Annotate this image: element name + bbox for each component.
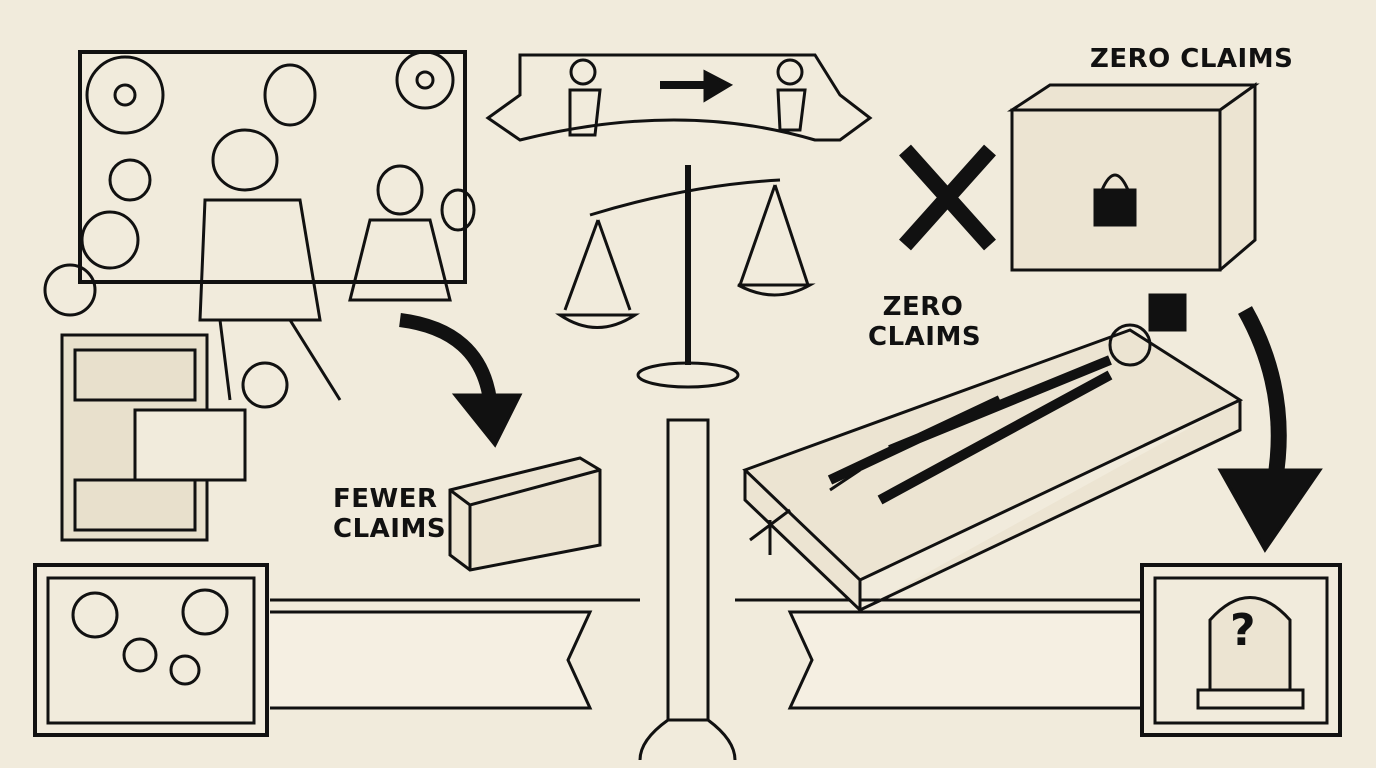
tombstone-question-mark: ?: [1230, 605, 1256, 656]
tennis-racket: [263, 63, 317, 127]
reel: [85, 55, 165, 135]
arrow-down: [1238, 306, 1287, 482]
zero-claims-mid-label: ZERO CLAIMS: [868, 292, 982, 352]
stone-slab: [742, 328, 1244, 614]
arrow-to-box: [399, 313, 497, 402]
reel: [80, 210, 140, 270]
right-text-banner: [787, 610, 1140, 710]
cobweb: [749, 468, 861, 555]
skeleton-on-slab: [827, 293, 1187, 505]
empty-drawer-box: [448, 456, 602, 572]
zero-claims-mid-line2: CLAIMS: [868, 322, 982, 352]
gear: [43, 263, 97, 317]
fewer-claims-line2: CLAIMS: [333, 514, 447, 544]
left-text-banner: [270, 610, 593, 710]
man-figure: [211, 128, 279, 192]
x-mark-icon: [899, 144, 996, 251]
tombstone: [1208, 596, 1292, 692]
reel: [395, 50, 455, 110]
fewer-claims-label: FEWER CLAIMS: [333, 484, 447, 544]
skeleton-figure: [776, 58, 804, 86]
open-drawer: [133, 408, 247, 482]
center-pillar: [666, 418, 710, 722]
balance-scale: [555, 165, 816, 389]
woman-figure: [376, 164, 424, 216]
locked-chest: [1006, 82, 1260, 272]
zero-claims-mid-line1: ZERO: [882, 292, 964, 322]
zero-claims-top-label: ZERO CLAIMS: [1090, 44, 1294, 74]
family-panel: [33, 563, 269, 737]
top-banner: [485, 53, 873, 142]
fewer-claims-line1: FEWER: [333, 484, 438, 514]
dancer-figure: [569, 58, 597, 86]
tombstone-panel: [1140, 563, 1342, 737]
machine-frame: [78, 50, 467, 284]
